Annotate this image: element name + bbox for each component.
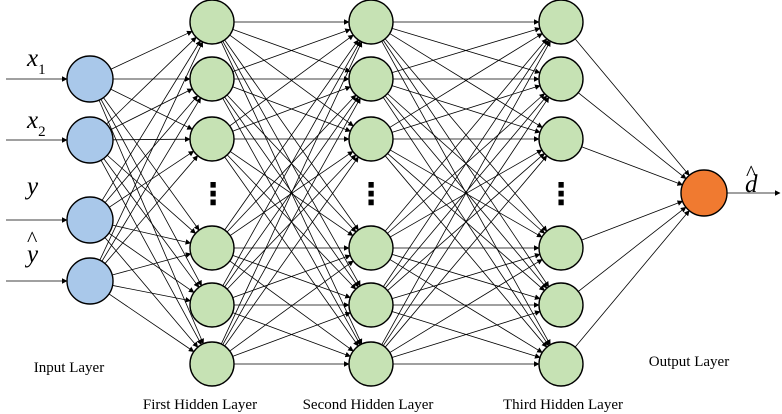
- hidden2-ellipsis: ⋮: [356, 177, 386, 212]
- hidden1-hidden2-edge: [229, 34, 354, 127]
- input-hidden1-edge: [112, 136, 191, 143]
- svg-text:^: ^: [746, 160, 757, 185]
- hidden3-output-edge: [574, 210, 690, 348]
- input-hidden1-edge: [106, 36, 197, 125]
- hidden3-output-edge: [574, 38, 690, 176]
- input-hidden1-edge: [112, 224, 192, 245]
- hidden1-node-3: [189, 116, 235, 162]
- input-label-y: y: [24, 173, 39, 200]
- hidden2-hidden3-edge: [391, 84, 541, 133]
- hidden1-hidden2-edge: [222, 97, 361, 345]
- hidden2-node-1: [348, 0, 394, 45]
- svg-text:x1: x1: [26, 45, 46, 78]
- nodes: [66, 0, 728, 387]
- hidden2-hidden3-edge: [382, 39, 550, 287]
- hidden2-hidden3-edge: [391, 310, 541, 358]
- hidden3-output-edge: [577, 92, 687, 180]
- output-layer-label: Output Layer: [649, 354, 729, 370]
- svg-text:y: y: [24, 241, 39, 268]
- input-layer-label: Input Layer: [34, 360, 104, 376]
- hidden1-hidden2-edge: [224, 39, 359, 231]
- input-hidden1-edge: [100, 99, 202, 287]
- svg-text:d: d: [745, 171, 758, 198]
- input-hidden1-edge: [101, 40, 201, 201]
- hidden3-node-2: [538, 56, 584, 102]
- hidden2-hidden3-edge: [382, 96, 550, 346]
- hidden1-node-2: [189, 56, 235, 102]
- input-label-x1: x1: [26, 45, 46, 78]
- hidden2-node-6: [348, 341, 394, 387]
- input-hidden1-edge: [103, 158, 200, 288]
- hidden1-node-6: [189, 341, 235, 387]
- hidden2-node-2: [348, 56, 394, 102]
- input-node-4: [66, 257, 114, 305]
- hidden1-hidden2-edge: [222, 40, 361, 287]
- hidden3-node-1: [538, 0, 584, 45]
- svg-text:^: ^: [27, 226, 38, 251]
- hidden3-node-5: [538, 282, 584, 328]
- svg-text:x2: x2: [26, 107, 46, 140]
- hidden2-hidden3-edge: [391, 253, 541, 300]
- hidden3-node-4: [538, 225, 584, 271]
- input-hidden1-edge: [99, 41, 204, 261]
- hidden2-hidden3-edge: [381, 40, 551, 345]
- output-label-d-hat: ^ d: [745, 160, 758, 198]
- svg-text:y: y: [24, 173, 39, 200]
- hidden1-hidden2-edge: [224, 156, 359, 347]
- hidden2-node-4: [348, 225, 394, 271]
- hidden1-hidden2-edge: [224, 96, 359, 288]
- input-hidden1-edge: [104, 155, 199, 264]
- input-hidden1-edge: [98, 99, 204, 345]
- input-hidden1-edge: [110, 30, 193, 70]
- hidden1-hidden2-edge: [229, 260, 354, 352]
- input-hidden1-edge: [103, 97, 200, 231]
- input-hidden1-edge: [104, 237, 199, 348]
- input-node-2: [66, 116, 114, 164]
- hidden3-output-edge: [581, 146, 684, 186]
- hidden3-node-3: [538, 116, 584, 162]
- hidden2-hidden3-edge: [384, 38, 548, 232]
- hidden1-ellipsis: ⋮: [198, 177, 228, 212]
- input-hidden1-edge: [100, 160, 202, 346]
- hidden2-hidden3-edge: [389, 259, 543, 353]
- hidden2-node-3: [348, 116, 394, 162]
- hidden1-node-5: [189, 282, 235, 328]
- hidden3-output-edge: [578, 206, 687, 292]
- output-node: [680, 169, 728, 217]
- input-node-3: [66, 196, 114, 244]
- second-hidden-layer-label: Second Hidden Layer: [303, 397, 434, 413]
- hidden1-node-1: [189, 0, 235, 45]
- hidden2-hidden3-edge: [389, 33, 543, 128]
- input-hidden1-edge: [101, 97, 201, 262]
- input-hidden1-edge: [112, 285, 191, 303]
- connections: [6, 19, 781, 367]
- hidden3-node-6: [538, 341, 584, 387]
- hidden2-hidden3-edge: [384, 95, 548, 289]
- hidden1-hidden2-edge: [232, 311, 351, 357]
- first-hidden-layer-label: First Hidden Layer: [143, 397, 257, 413]
- input-hidden1-edge: [112, 252, 192, 276]
- hidden1-hidden2-edge: [220, 41, 363, 345]
- input-node-1: [66, 55, 114, 103]
- hidden1-hidden2-edge: [232, 28, 351, 72]
- input-hidden1-edge: [108, 293, 195, 352]
- hidden2-hidden3-edge: [384, 155, 548, 348]
- third-hidden-layer-label: Third Hidden Layer: [503, 397, 623, 413]
- input-label-y-hat: ^ y: [24, 226, 39, 268]
- hidden2-node-5: [348, 282, 394, 328]
- hidden2-hidden3-edge: [391, 27, 541, 74]
- hidden3-output-edge: [581, 200, 684, 241]
- hidden1-node-4: [189, 225, 235, 271]
- input-label-x2: x2: [26, 107, 46, 140]
- input-hidden1-edge: [104, 95, 198, 203]
- hidden3-ellipsis: ⋮: [546, 177, 576, 212]
- input-hidden1-edge: [110, 88, 193, 131]
- hidden1-hidden2-edge: [232, 254, 351, 298]
